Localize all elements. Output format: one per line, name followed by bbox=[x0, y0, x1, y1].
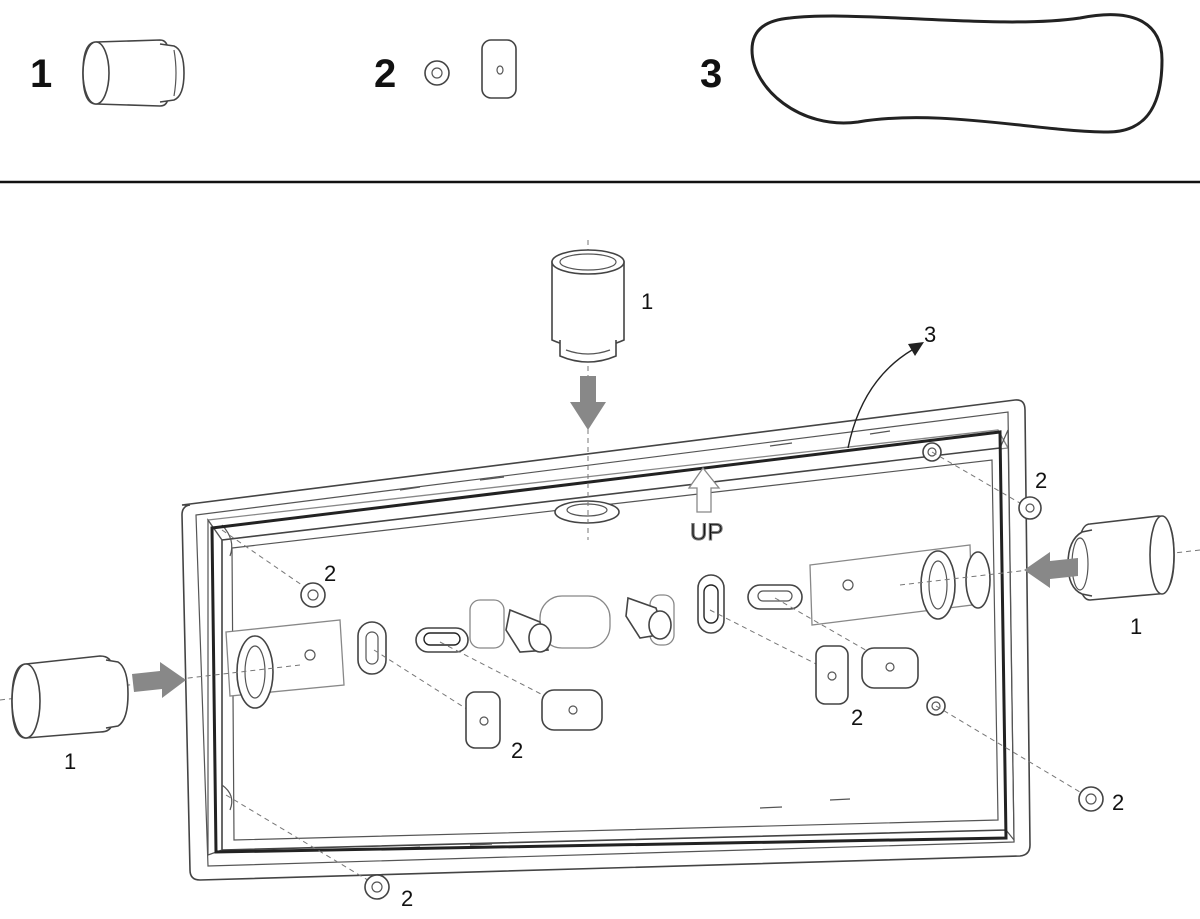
up-arrow-icon bbox=[687, 466, 721, 513]
callout-cap-bottom-left: 2 bbox=[401, 886, 413, 911]
callout-cap-top-right: 2 bbox=[1035, 468, 1047, 493]
callouts: 1 3 1 1 2 2 2 2 2 2 bbox=[64, 289, 1142, 911]
gland-top bbox=[551, 249, 625, 363]
covers bbox=[465, 645, 919, 749]
legend: 1 2 3 bbox=[30, 13, 1164, 134]
legend-cap-icon bbox=[424, 60, 450, 86]
left-knockout bbox=[225, 619, 345, 709]
callout-cap-upper-left: 2 bbox=[324, 561, 336, 586]
backbox: UP bbox=[181, 399, 1031, 881]
fitted-gasket bbox=[210, 430, 1008, 854]
callout-cap-center-right: 2 bbox=[851, 705, 863, 730]
slot-left-horizontal bbox=[415, 627, 469, 653]
right-knockout bbox=[809, 544, 991, 626]
arrow-down-icon bbox=[570, 376, 606, 430]
gland-left bbox=[11, 655, 129, 739]
arrow-left-icon bbox=[1024, 552, 1078, 588]
legend-cover-icon bbox=[481, 39, 517, 99]
cover-left-vertical bbox=[465, 691, 501, 749]
gland-right bbox=[1067, 515, 1175, 601]
gasket-leader-arrowhead bbox=[908, 342, 924, 356]
callout-right-gland: 1 bbox=[1130, 614, 1142, 639]
callout-gasket: 3 bbox=[924, 322, 936, 347]
legend-number-2: 2 bbox=[374, 52, 396, 96]
slot-right-horizontal bbox=[747, 584, 803, 610]
cover-right-horizontal bbox=[861, 647, 919, 689]
cap-upper-left bbox=[300, 582, 326, 608]
cover-left-horizontal bbox=[541, 689, 603, 731]
gasket-leader-line bbox=[847, 349, 913, 449]
callout-cap-lower-right: 2 bbox=[1112, 790, 1124, 815]
caps bbox=[300, 496, 1104, 900]
cap-lower-right bbox=[1078, 786, 1104, 812]
cover-right-vertical bbox=[815, 645, 849, 705]
legend-number-3: 3 bbox=[700, 52, 722, 96]
legend-gasket-icon bbox=[750, 13, 1164, 134]
up-label: UP bbox=[690, 519, 723, 546]
arrow-right-icon bbox=[132, 662, 186, 698]
up-marking: UP bbox=[687, 466, 724, 547]
callout-top-gland: 1 bbox=[641, 289, 653, 314]
cap-bottom-left bbox=[364, 874, 390, 900]
callout-cap-center-left: 2 bbox=[511, 738, 523, 763]
callout-left-gland: 1 bbox=[64, 749, 76, 774]
centre-fixings bbox=[469, 594, 675, 653]
legend-number-1: 1 bbox=[30, 52, 52, 96]
slot-center-vertical bbox=[697, 574, 725, 634]
cap-top-right bbox=[1018, 496, 1042, 520]
legend-gland-icon bbox=[82, 39, 185, 107]
boss-bottom-left bbox=[221, 784, 233, 811]
slot-left-vertical bbox=[357, 621, 387, 675]
